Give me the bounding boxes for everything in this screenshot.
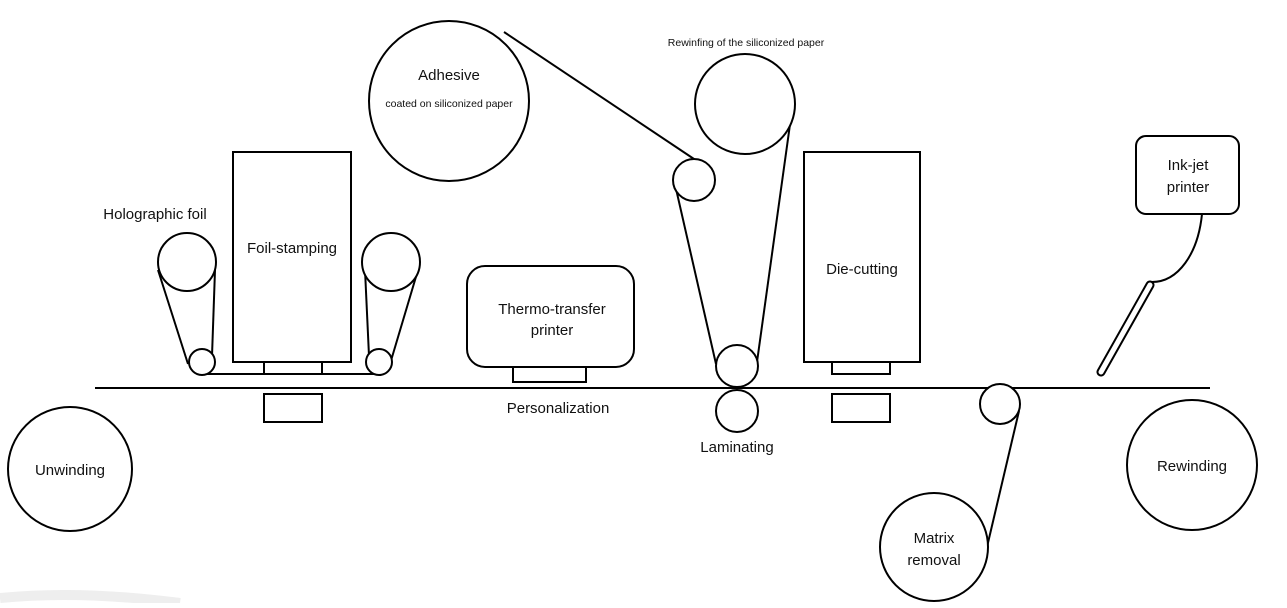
- laminating-roll-top: [715, 344, 759, 388]
- adhesive-roll: [368, 20, 530, 182]
- foil-supply-roll: [157, 232, 217, 292]
- thermo-transfer-label-line2: printer: [531, 322, 574, 339]
- unwinding-label: Unwinding: [35, 462, 105, 479]
- adhesive-sub-label: coated on siliconized paper: [385, 98, 513, 110]
- foil-stamping-anvil: [263, 393, 323, 423]
- foil-belt-left-outer: [157, 269, 189, 365]
- liner-rewind-label: Rewinfing of the siliconized paper: [668, 37, 825, 49]
- personalization-label: Personalization: [507, 400, 610, 417]
- holographic-foil-label: Holographic foil: [103, 206, 206, 223]
- background-arc: [0, 589, 181, 608]
- holographic-foil-unit: [157, 232, 421, 376]
- thermo-transfer-head: [512, 366, 587, 383]
- matrix-removal-label-line1: Matrix: [914, 530, 955, 547]
- matrix-strip-roll: [979, 383, 1021, 425]
- rewinding-roll: [1126, 399, 1258, 531]
- foil-belt-right-outer: [389, 269, 419, 365]
- foil-guide-roll-left: [188, 348, 216, 376]
- foil-belt-left-inner: [211, 269, 216, 357]
- die-cutting-label: Die-cutting: [826, 261, 898, 278]
- ink-jet-label-line2: printer: [1167, 179, 1210, 196]
- laminate-web-path: [673, 179, 717, 365]
- adhesive-label: Adhesive: [418, 67, 480, 84]
- matrix-removal-roll: [879, 492, 989, 602]
- foil-stamping-die: [263, 361, 323, 375]
- thermo-transfer-label-line1: Thermo-transfer: [498, 301, 606, 318]
- ink-jet-printer: [1135, 135, 1240, 215]
- foil-stamping-unit: [232, 151, 352, 363]
- foil-stamping-label: Foil-stamping: [247, 240, 337, 257]
- liner-rewind-roll: [694, 53, 796, 155]
- rewinding-label: Rewinding: [1157, 458, 1227, 475]
- foil-guide-roll-right: [365, 348, 393, 376]
- matrix-web-path: [986, 410, 1020, 548]
- foil-belt-right-inner: [364, 269, 370, 357]
- liner-return-path: [756, 109, 793, 363]
- laminating-label: Laminating: [700, 439, 773, 456]
- laminate-guide-roll: [672, 158, 716, 202]
- adhesive-web-path: [503, 31, 701, 164]
- unwinding-roll: [7, 406, 133, 532]
- ink-jet-cable: [1151, 213, 1203, 283]
- die-cutting-anvil: [831, 393, 891, 423]
- matrix-removal-label-line2: removal: [907, 552, 960, 569]
- ink-jet-label-line1: Ink-jet: [1168, 157, 1210, 174]
- foil-takeup-roll: [361, 232, 421, 292]
- ink-jet-head: [1098, 282, 1153, 375]
- die-cutting-unit: [803, 151, 921, 363]
- laminating-roll-bottom: [715, 389, 759, 433]
- die-cutting-die: [831, 361, 891, 375]
